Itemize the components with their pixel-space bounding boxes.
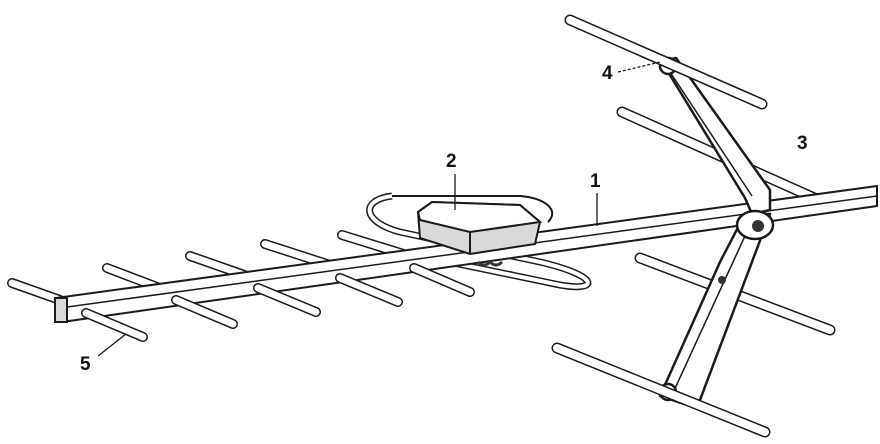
leader-bracket xyxy=(617,61,661,73)
label-bracket: 4 xyxy=(602,63,613,84)
director-rod-front-2 xyxy=(171,295,238,329)
reflector-rod-upper-front xyxy=(564,14,768,110)
label-director: 5 xyxy=(80,354,91,375)
reflector-rod-lower-front xyxy=(551,342,771,438)
folded-dipole-icon xyxy=(366,192,592,291)
director-rod-front-1 xyxy=(81,308,148,342)
director-rod-front-3 xyxy=(253,283,321,317)
director-rod-back-1 xyxy=(7,278,65,305)
director-rod-front-4 xyxy=(335,273,403,307)
dipole-loop-inner xyxy=(367,194,590,289)
bracket-rivet xyxy=(718,276,726,284)
balun-box-icon xyxy=(416,200,543,267)
feed-box-connector xyxy=(476,259,504,267)
bracket-arm-upper xyxy=(660,56,772,216)
bracket-arm-lower xyxy=(658,212,772,406)
dipole-loop-top xyxy=(392,195,554,223)
feed-box-lid xyxy=(416,200,543,234)
bracket-arm-upper-edge xyxy=(669,71,753,197)
label-boom: 1 xyxy=(590,171,601,192)
label-reflector: 3 xyxy=(797,133,808,154)
leader-director xyxy=(97,333,127,357)
director-rod-front-5 xyxy=(409,263,475,297)
reflector-rods-front xyxy=(551,14,771,438)
boom-end-cap xyxy=(54,297,68,323)
bracket-bolt xyxy=(752,220,764,232)
bracket-arm-lower-edge xyxy=(671,224,751,396)
label-feed-box: 2 xyxy=(446,151,457,172)
label-leader-lines xyxy=(97,61,661,357)
director-rods-front xyxy=(81,263,475,342)
